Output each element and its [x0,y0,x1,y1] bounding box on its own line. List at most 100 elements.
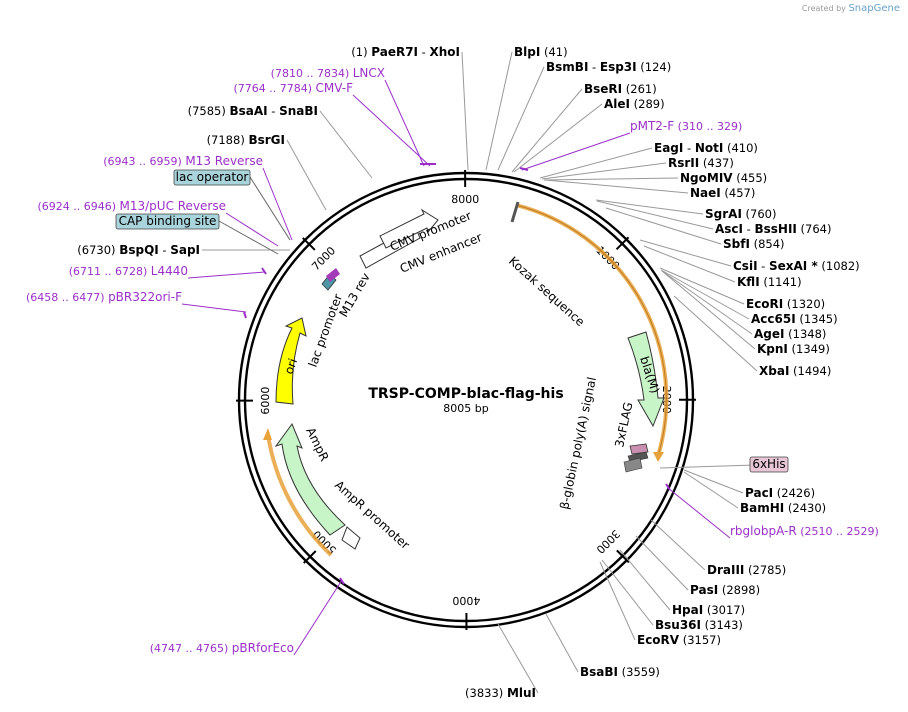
rbglobpa-primer-mark [665,483,671,491]
site-label-part: (3833) [465,686,507,700]
site-label-part: (764) [797,222,832,236]
primer-leader-pbrforeco [293,579,343,656]
site-label-part: (455) [733,171,768,185]
site-label-part: Esp3I [600,60,637,74]
ampr-label: AmpR [303,425,331,463]
primer-range: (2510 .. 2529) [797,525,879,538]
site-label-part: (3017) [703,603,745,617]
flag-label: 3xFLAG [612,401,635,449]
boxed-leader-lac-operator [249,176,291,241]
site-leader-csii [639,239,732,267]
ori-arrow [275,317,307,405]
site-label-csii: CsiI - SexAI * (1082) [733,259,860,273]
site-label-part: (1494) [789,364,831,378]
site-leader-kfli [643,245,736,283]
site-label-part: EagI [654,141,683,155]
site-leader-ecorv [599,561,636,641]
site-label-eagi: EagI - NotI (410) [654,141,758,155]
primer-leader-pbr322ori-f [181,303,247,313]
site-label-paer7i: (1) PaeR7I - XhoI [351,45,460,59]
ampr-promoter-arrow [341,526,361,550]
site-label-xbai: XbaI (1494) [759,364,831,378]
site-leader-kpni [661,270,756,350]
site-label-part: KflI [737,275,760,289]
site-label-part: CsiI [733,259,758,273]
site-label-mlui: (3833) MluI [465,686,536,700]
primer-label-pmt2-f: pMT2-F (310 .. 329) [630,119,742,133]
site-label-part: (1345) [796,312,838,326]
primer-leader-rbglobpa-r [667,487,731,539]
site-label-part: (1348) [784,327,826,341]
kozak-label: Kozak sequence [506,254,587,329]
primer-leader-l4440 [187,271,266,279]
primer-range: (7764 .. 7784) [233,82,315,95]
ori-label: ori [282,357,300,376]
site-label-part: BspQI [119,243,159,257]
site-label-part: (1320) [783,297,825,311]
site-label-kfli: KflI (1141) [737,275,802,289]
site-leader-bsmbi [497,66,545,171]
site-label-part: XbaI [759,364,789,378]
primer-name: CMV-F [316,81,354,95]
boxed-feature-lac-operator [173,169,251,186]
credit-prefix: Created by [801,4,846,13]
tick-label-6000: 6000 [259,387,272,415]
primer-range: (6711 .. 6728) [69,265,151,278]
primer-leader-m13-puc-reverse [225,212,279,247]
site-leader-bsaai [319,110,373,179]
site-leader-acc65i [660,269,750,320]
site-leader-bsabi [545,613,579,673]
site-label-hpai: HpaI (3017) [672,603,745,617]
site-label-part: SnaBI [279,104,318,118]
site-label-asci: AscI - BssHII (764) [715,222,831,236]
primer-range: (6943 .. 6959) [103,155,185,168]
tick-1000 [615,236,630,251]
tick-label-8000: 8000 [451,193,479,206]
site-label-bspqi: (6730) BspQI - SapI [77,243,200,257]
site-leader-naei [544,179,689,194]
site-label-part: (2426) [773,486,815,500]
site-label-bsmbi: BsmBI - Esp3I (124) [546,60,671,74]
site-label-part: - [588,60,599,74]
globin-mark [623,457,643,473]
site-label-part: (41) [540,45,567,59]
site-label-bseri: BseRI (261) [584,82,657,96]
lac-promoter-label: lac promoter [306,292,345,369]
primer-leader-lncx [384,79,425,167]
site-label-part: MluI [507,686,536,700]
primer-range: (4747 .. 4765) [150,642,232,655]
primer-label-pbr322ori-f: (6458 .. 6477) pBR322ori-F [26,290,182,304]
site-label-part: NaeI [690,186,721,200]
kozak-mark [510,201,520,223]
site-label-part: Bsu36I [655,618,701,632]
boxed-feature-cap-binding-site [115,213,220,230]
site-label-part: XhoI [429,45,460,59]
site-label-part: DraIII [707,563,744,577]
site-label-naei: NaeI (457) [690,186,755,200]
site-label-ecorv: EcoRV (3157) [637,633,721,647]
primer-label-cmv-f: (7764 .. 7784) CMV-F [233,81,353,95]
site-label-part: (7585) [188,104,230,118]
site-label-part: NgoMIV [680,171,733,185]
site-leader-draiii [650,519,706,571]
site-label-part: RsrII [668,156,699,170]
site-label-part: (2430) [784,501,826,515]
site-label-part: (1141) [760,275,802,289]
site-label-pasi: PasI (2898) [690,583,760,597]
site-label-part: (3559) [618,665,660,679]
site-label-part: BsrGI [248,133,285,147]
site-label-part: (6730) [77,243,119,257]
site-leader-bsu36i [601,559,654,626]
site-label-acc65i: Acc65I (1345) [751,312,838,326]
site-label-part: (760) [742,207,777,221]
plasmid-length: 8005 bp [443,402,488,415]
site-label-paci: PacI (2426) [745,486,815,500]
site-label-part: (2785) [744,563,786,577]
site-label-part: (437) [699,156,734,170]
site-label-draiii: DraIII (2785) [707,563,786,577]
l4440-primer-mark [261,267,267,275]
site-label-part: - [268,104,279,118]
primer-label-l4440: (6711 .. 6728) L4440 [69,264,188,278]
boxed-feature-label-cap-binding-site: CAP binding site [119,214,217,228]
